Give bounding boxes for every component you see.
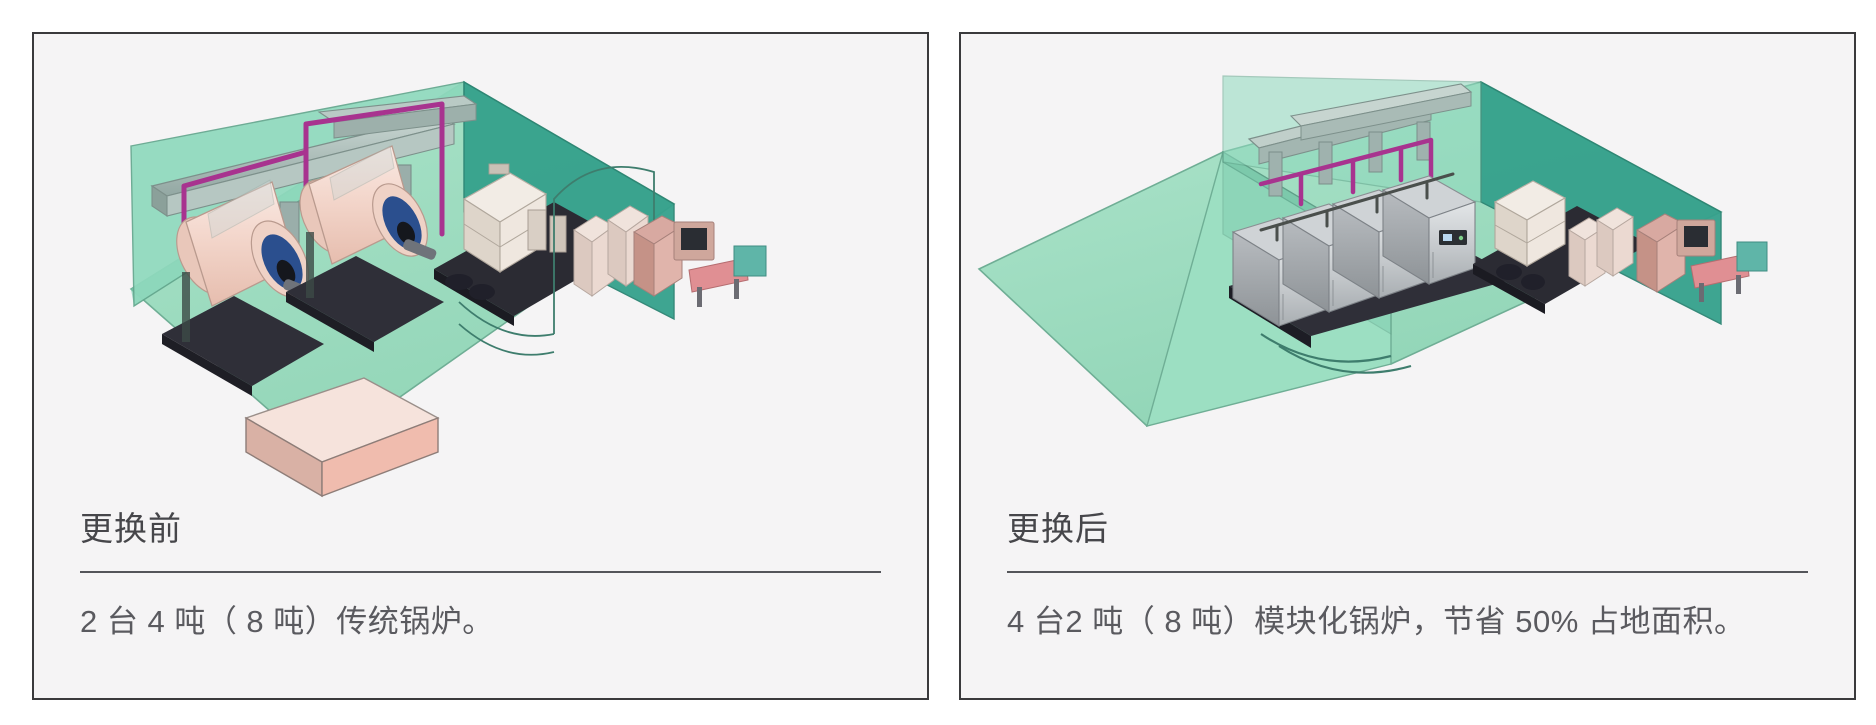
softener-columns [1568,207,1634,287]
boiler-room-before-illustration [34,34,927,506]
traditional-boiler-2 [286,145,444,352]
steam-pipe [1258,137,1434,207]
partition-frame [458,165,655,356]
traditional-boiler-1 [162,179,324,396]
panel-after-heading: 更换后 [1007,510,1109,547]
floor-cables [1260,333,1412,374]
panel-before-text: 更换前 2 台 4 吨（ 8 吨）传统锅炉。 [34,506,927,640]
control-station [633,215,767,307]
pump-skid [1496,264,1545,290]
panel-before-divider [80,571,881,573]
modular-boiler-4 [1381,175,1477,285]
exhaust-duct-header [1247,83,1473,165]
panel-after-divider [1007,571,1808,573]
water-tank [1493,180,1567,267]
boiler-room-after-illustration [961,34,1854,506]
module-top-pipework [1259,172,1455,242]
control-station [1636,213,1768,302]
panel-after-text: 更换后 4 台2 吨（ 8 吨）模块化锅炉，节省 50% 占地面积。 [961,506,1854,640]
panel-before: 更换前 2 台 4 吨（ 8 吨）传统锅炉。 [32,32,929,700]
foundation-block [244,377,440,498]
panel-before-heading: 更换前 [80,510,182,547]
panel-before-caption: 2 台 4 吨（ 8 吨）传统锅炉。 [80,604,494,639]
panel-after: 更换后 4 台2 吨（ 8 吨）模块化锅炉，节省 50% 占地面积。 [959,32,1856,700]
panel-after-caption: 4 台2 吨（ 8 吨）模块化锅炉，节省 50% 占地面积。 [1007,604,1746,639]
